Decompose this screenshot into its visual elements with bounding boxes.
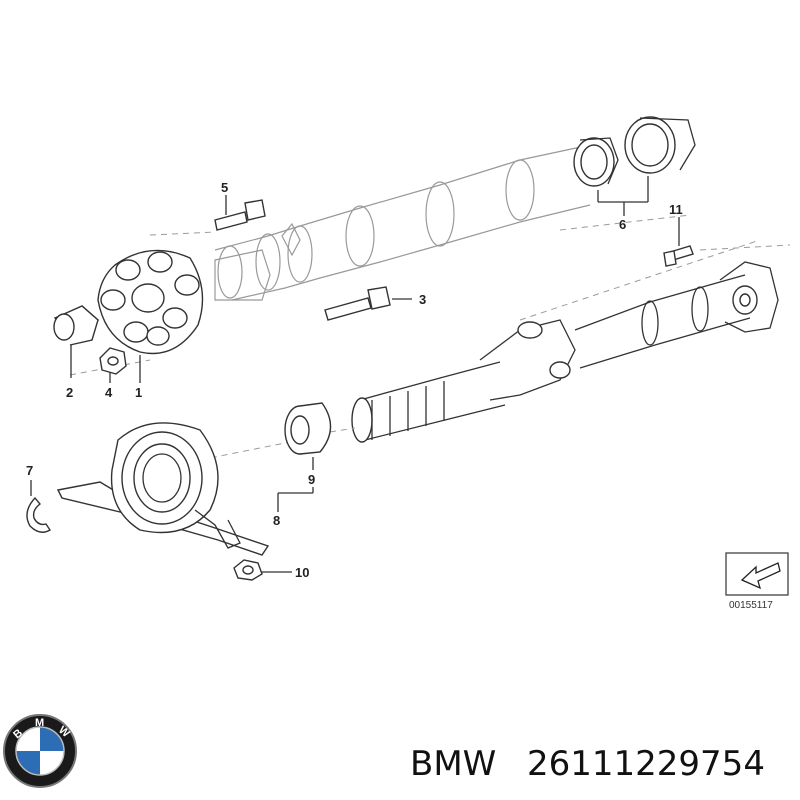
callout-10: 10 bbox=[295, 565, 309, 580]
callout-8: 8 bbox=[273, 513, 280, 528]
brand-name: BMW bbox=[410, 744, 496, 784]
callout-3: 3 bbox=[419, 292, 426, 307]
centerlines bbox=[69, 214, 791, 461]
bushing-set bbox=[573, 116, 696, 187]
bmw-logo: B M W bbox=[3, 714, 77, 788]
center-bearing bbox=[56, 422, 270, 556]
callout-7: 7 bbox=[26, 463, 33, 478]
logo-letter-m: M bbox=[35, 717, 44, 729]
callout-2: 2 bbox=[66, 385, 73, 400]
lower-shaft bbox=[351, 239, 779, 443]
bolt-top bbox=[214, 199, 266, 231]
bracket-nut bbox=[233, 559, 263, 581]
leader-lines bbox=[30, 176, 680, 573]
nut bbox=[99, 347, 127, 375]
flex-disc bbox=[97, 249, 204, 355]
circlip bbox=[26, 496, 51, 533]
reference-box bbox=[725, 552, 789, 596]
ball-bearing bbox=[284, 402, 332, 455]
callout-4: 4 bbox=[105, 385, 113, 400]
callout-9: 9 bbox=[308, 472, 315, 487]
bolt-small bbox=[663, 245, 694, 267]
arrow-icon bbox=[740, 562, 781, 590]
callout-5: 5 bbox=[221, 180, 228, 195]
callout-1: 1 bbox=[135, 385, 142, 400]
upper-shaft-outline bbox=[214, 144, 591, 301]
part-number: 26111229754 bbox=[527, 744, 765, 784]
bolt-right bbox=[324, 286, 391, 321]
callout-11: 11 bbox=[669, 202, 683, 217]
reference-code: 00155117 bbox=[729, 600, 773, 611]
callout-6: 6 bbox=[619, 217, 626, 232]
sleeve bbox=[53, 305, 100, 346]
